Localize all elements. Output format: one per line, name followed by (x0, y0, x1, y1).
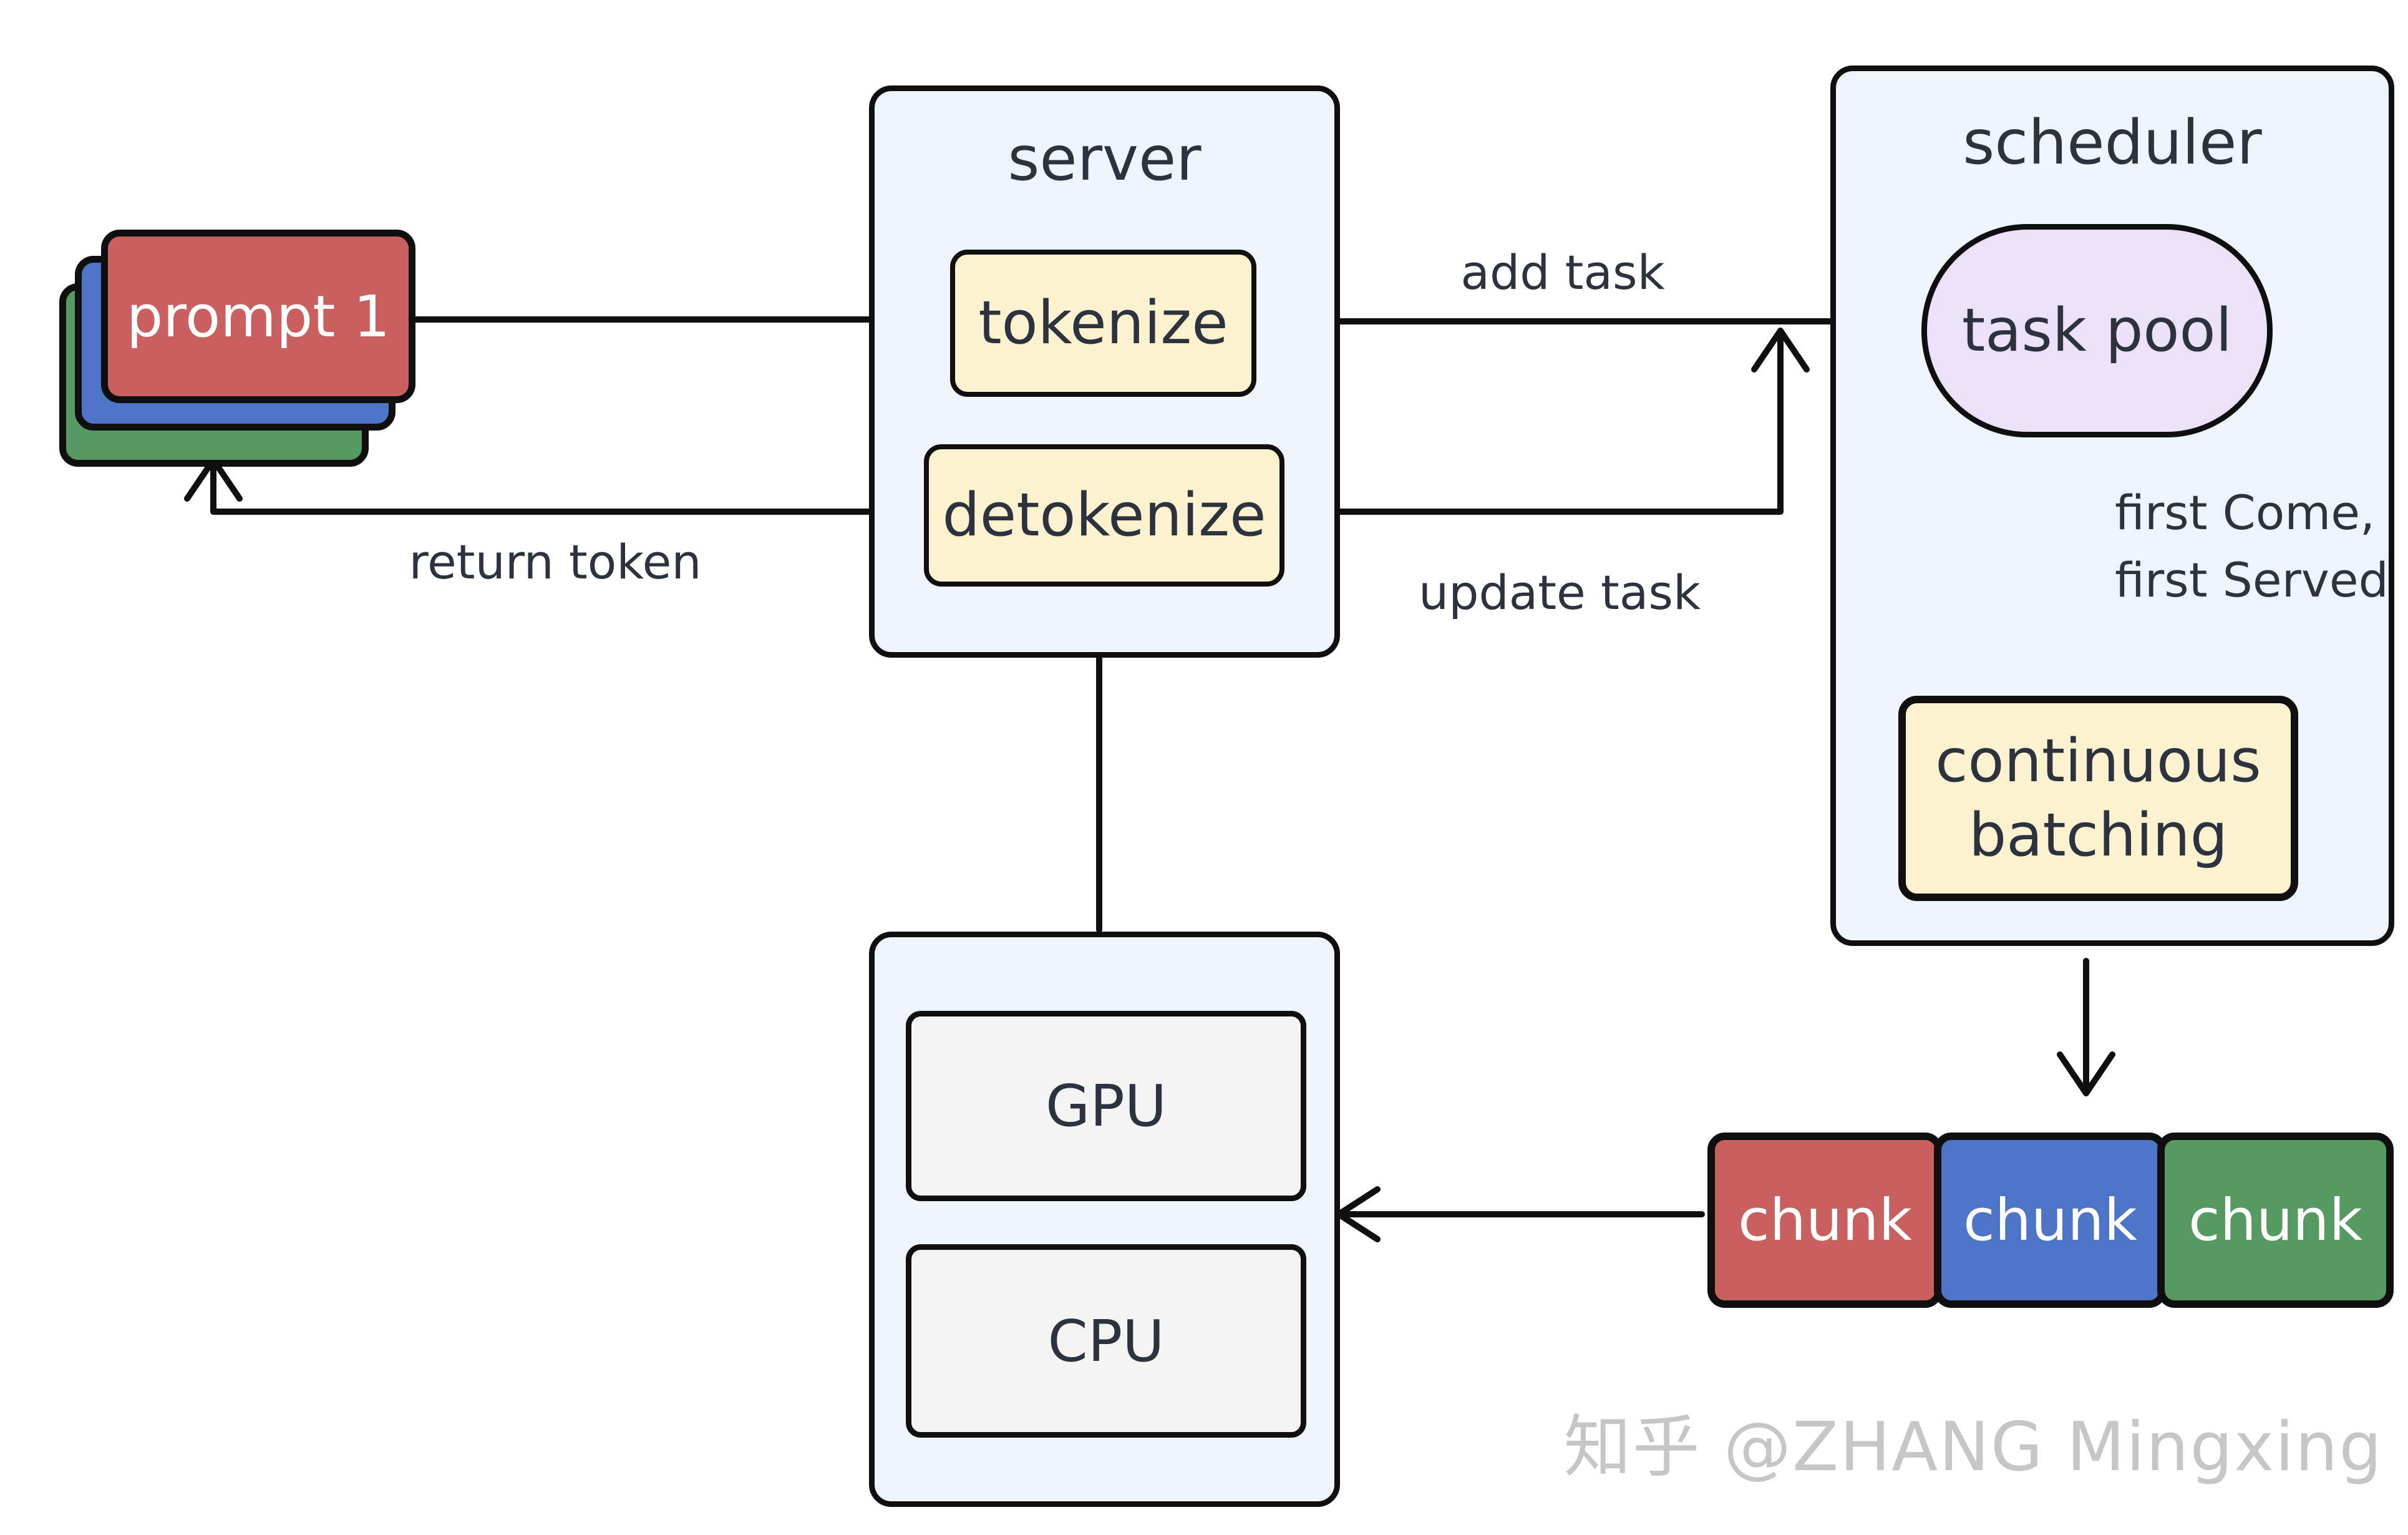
chunk-label: chunk (2188, 1187, 2362, 1254)
server-box: server tokenize detokenize (869, 85, 1340, 658)
chunk-card-blue: chunk (1934, 1133, 2167, 1308)
tokenize-label: tokenize (978, 289, 1228, 358)
arrow-prompt-to-tokenize (405, 291, 946, 348)
tokenize-node: tokenize (950, 250, 1256, 397)
chunk-card-green: chunk (2157, 1133, 2394, 1308)
watermark-text: 知乎 @ZHANG Mingxing (1563, 1408, 2383, 1486)
prompt-card-label: prompt 1 (126, 283, 391, 350)
gpu-label: GPU (1045, 1073, 1167, 1139)
add-task-label: add task (1460, 245, 1665, 300)
cpu-label: CPU (1047, 1307, 1165, 1375)
chunk-label: chunk (1738, 1187, 1912, 1254)
chunk-card-red: chunk (1707, 1133, 1943, 1308)
update-task-label: update task (1419, 565, 1701, 620)
arrow-add-task (1245, 293, 1911, 349)
server-title: server (1007, 124, 1202, 195)
arrow-return-token (184, 457, 925, 515)
continuous-batching-label: continuous batching (1935, 726, 2261, 870)
task-pool-label: task pool (1961, 296, 2233, 365)
scheduler-title: scheduler (1963, 107, 2262, 178)
fcfs-label: first Come, first Served (2115, 479, 2389, 614)
scheduler-box: scheduler task pool continuous batching (1830, 66, 2394, 946)
arrow-chunks-to-hardware (1336, 1186, 1705, 1242)
arrow-scheduler-to-chunks (2057, 958, 2115, 1096)
gpu-node: GPU (906, 1011, 1306, 1201)
return-token-label: return token (409, 534, 702, 590)
chunk-label: chunk (1963, 1187, 2137, 1254)
cpu-node: CPU (906, 1244, 1306, 1438)
hardware-box: GPU CPU (869, 932, 1340, 1507)
detokenize-node: detokenize (924, 444, 1284, 587)
detokenize-label: detokenize (942, 481, 1266, 550)
arrow-update-task (1273, 328, 1810, 515)
fcfs-line2: first Served (2115, 552, 2389, 608)
continuous-batching-node: continuous batching (1898, 696, 2298, 901)
task-pool-node: task pool (1921, 224, 2273, 437)
fcfs-line1: first Come, (2115, 485, 2376, 540)
prompt-card-front: prompt 1 (101, 230, 415, 403)
